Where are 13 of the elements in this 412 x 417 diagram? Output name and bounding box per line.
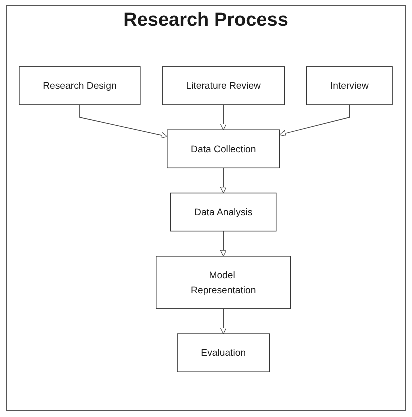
node-box xyxy=(177,333,270,372)
node-box xyxy=(156,256,292,309)
node-box xyxy=(170,192,277,232)
arrow xyxy=(220,104,227,130)
arrow xyxy=(220,167,227,194)
node-box xyxy=(19,66,141,105)
node-box xyxy=(306,66,393,105)
diagram-title: Research Process xyxy=(124,10,288,32)
arrow xyxy=(220,230,227,256)
node-box xyxy=(167,129,280,168)
arrow xyxy=(80,104,168,138)
arrow xyxy=(220,308,227,334)
arrow xyxy=(280,104,350,136)
